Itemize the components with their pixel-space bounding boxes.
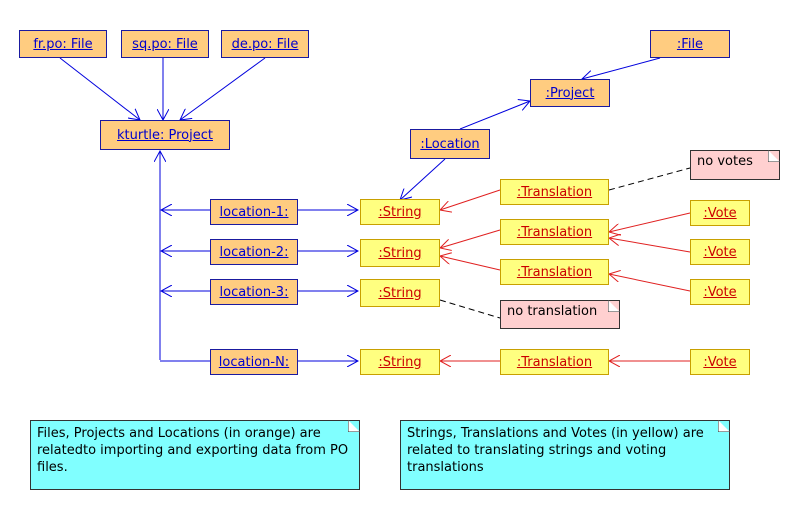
location-2-node[interactable]: location-2: [210,239,298,265]
vote-3-node[interactable]: :Vote [690,279,750,305]
edge-trans3-string2 [440,256,501,271]
location-1-node[interactable]: location-1: [210,199,298,225]
yellow-legend-note: Strings, Translations and Votes (in yell… [400,420,730,490]
location-n-node[interactable]: location-N: [210,349,298,375]
location-3-node[interactable]: location-3: [210,279,298,305]
note-fold-icon [768,150,780,162]
vote-1-node[interactable]: :Vote [690,200,750,226]
translation-n-node[interactable]: :Translation [500,349,609,375]
vote-n-node[interactable]: :Vote [690,349,750,375]
note-fold-icon [608,300,620,312]
edge-trans2-string2 [440,229,501,248]
note-fold-icon [348,420,360,432]
string-2-node[interactable]: :String [360,239,440,267]
edge-vote3-trans3 [609,274,691,292]
file-node[interactable]: :File [650,30,730,58]
edge-location-project [459,101,530,130]
string-3-node[interactable]: :String [360,279,440,307]
kturtle-project-node[interactable]: kturtle: Project [100,120,230,150]
note-fold-icon [718,420,730,432]
edge-file-project [582,57,661,79]
orange-legend-text: Files, Projects and Locations (in orange… [37,426,349,475]
note-link-no-votes [608,167,691,191]
translation-1-node[interactable]: :Translation [500,179,609,205]
location-node[interactable]: :Location [410,129,490,159]
no-translation-note: no translation [500,300,620,329]
edge-vote1-trans2 [609,212,691,232]
no-translation-text: no translation [507,304,598,319]
edge-location-string [400,158,446,200]
project-node[interactable]: :Project [530,79,610,107]
string-n-node[interactable]: :String [360,349,440,375]
no-votes-note: no votes [690,150,780,180]
de-po-file-node[interactable]: de.po: File [221,30,309,58]
vote-2-node[interactable]: :Vote [690,239,750,265]
yellow-legend-text: Strings, Translations and Votes (in yell… [407,426,704,475]
edge-depo-kturtle [180,57,266,120]
edge-vote2-trans2 [609,238,691,253]
edge-frpo-kturtle [59,57,140,120]
sq-po-file-node[interactable]: sq.po: File [121,30,209,58]
translation-2-node[interactable]: :Translation [500,219,609,245]
translation-3-node[interactable]: :Translation [500,259,609,285]
fr-po-file-node[interactable]: fr.po: File [19,30,107,58]
edge-trans1-string1 [440,189,501,210]
note-link-no-translation [439,299,501,319]
no-votes-text: no votes [697,154,753,169]
orange-legend-note: Files, Projects and Locations (in orange… [30,420,360,490]
string-1-node[interactable]: :String [360,199,440,225]
